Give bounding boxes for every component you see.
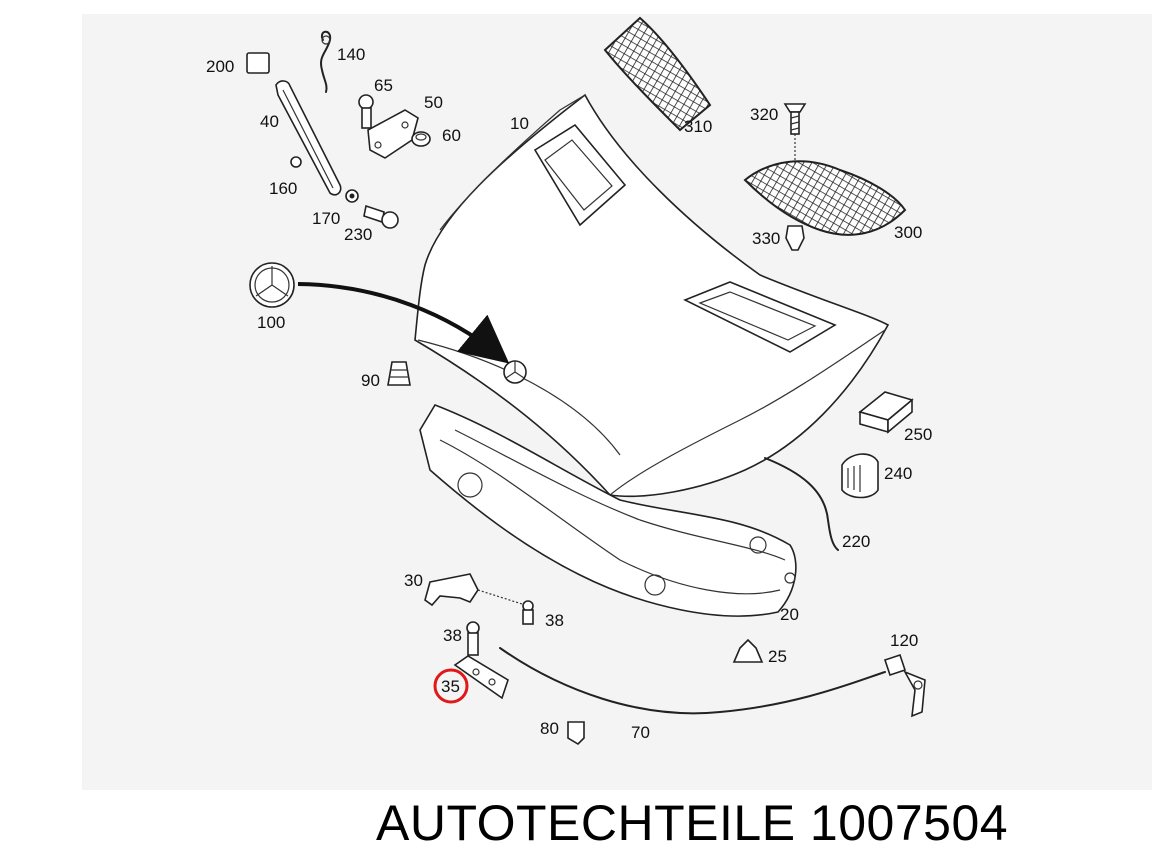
label-38-lower: 38 xyxy=(443,626,462,645)
label-60: 60 xyxy=(442,126,461,145)
grille-310 xyxy=(603,16,712,132)
label-250: 250 xyxy=(904,425,933,444)
label-230: 230 xyxy=(344,225,373,244)
label-330: 330 xyxy=(752,229,781,248)
emblem-star xyxy=(249,262,295,308)
label-320: 320 xyxy=(750,105,779,124)
label-50: 50 xyxy=(424,93,443,112)
label-300: 300 xyxy=(894,223,923,242)
label-90: 90 xyxy=(361,371,380,390)
label-38-upper: 38 xyxy=(545,611,564,630)
label-10: 10 xyxy=(510,114,529,133)
bolt-65 xyxy=(358,94,374,129)
tape-240 xyxy=(841,453,879,499)
hood-panel xyxy=(414,93,890,498)
seal-220 xyxy=(764,457,839,551)
highlight-circle-35 xyxy=(433,668,469,704)
stay-rod-40 xyxy=(275,80,342,196)
label-220: 220 xyxy=(842,532,871,551)
label-65: 65 xyxy=(374,76,393,95)
clip-25 xyxy=(732,638,764,663)
hinge-50 xyxy=(367,109,419,159)
label-25: 25 xyxy=(768,647,787,666)
hood-inner-frame xyxy=(419,404,797,617)
bolt-38-lower xyxy=(466,621,480,656)
brand-part-number: AUTOTECHTEILE 1007504 xyxy=(376,795,1009,851)
label-20: 20 xyxy=(780,605,799,624)
label-35: 35 xyxy=(441,677,460,696)
label-80: 80 xyxy=(540,719,559,738)
buffer-90 xyxy=(387,361,411,386)
grommet-160 xyxy=(290,156,302,168)
grille-300 xyxy=(743,160,907,236)
spring-140 xyxy=(320,30,332,93)
label-100: 100 xyxy=(257,313,286,332)
clip-200 xyxy=(246,52,270,74)
bracket-30 xyxy=(424,573,523,607)
label-240: 240 xyxy=(884,464,913,483)
label-30: 30 xyxy=(404,571,423,590)
cable-70 xyxy=(499,647,886,715)
clip-330 xyxy=(785,225,805,251)
bumper-60 xyxy=(411,131,431,147)
label-200: 200 xyxy=(206,57,235,76)
clip-80 xyxy=(567,721,585,746)
bolt-38-upper xyxy=(522,600,534,625)
label-140: 140 xyxy=(337,45,366,64)
label-120: 120 xyxy=(890,631,919,650)
screw-320 xyxy=(783,103,807,165)
label-160: 160 xyxy=(269,179,298,198)
emblem-arrow xyxy=(297,282,510,364)
bolt-230 xyxy=(363,204,399,229)
lever-120 xyxy=(883,653,926,718)
washer-170 xyxy=(345,189,359,203)
label-170: 170 xyxy=(312,209,341,228)
label-310: 310 xyxy=(684,117,713,136)
pad-250 xyxy=(858,391,914,434)
label-40: 40 xyxy=(260,112,279,131)
label-70: 70 xyxy=(631,723,650,742)
bracket-35 xyxy=(453,655,509,700)
